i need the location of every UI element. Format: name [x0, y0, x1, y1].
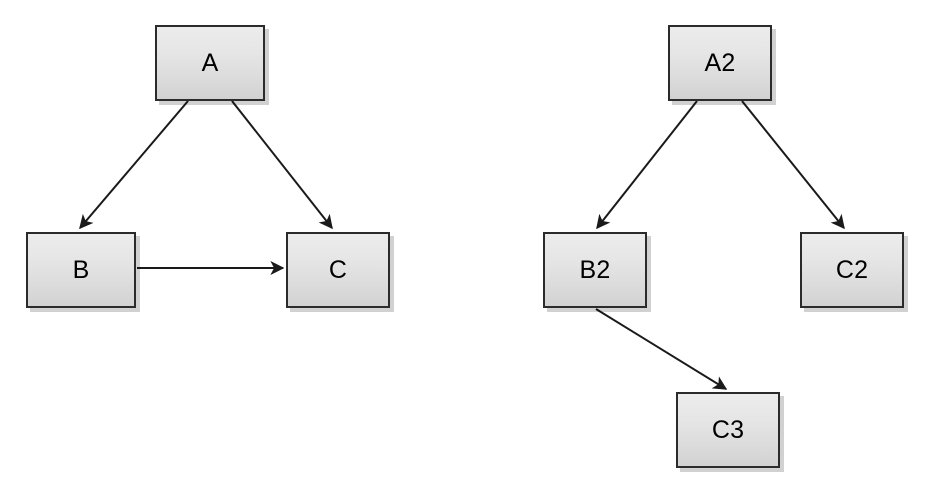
edge-b2-to-c3 — [595, 308, 728, 390]
node-c[interactable]: C — [286, 232, 390, 308]
edge-a-to-c — [231, 100, 333, 230]
node-b[interactable]: B — [26, 232, 136, 308]
node-label-c: C — [328, 255, 348, 284]
edge-a2-to-b2 — [596, 100, 698, 230]
node-c3[interactable]: C3 — [676, 392, 780, 468]
node-label-a: A — [201, 48, 219, 77]
node-c2[interactable]: C2 — [800, 232, 904, 308]
edge-a-to-b — [79, 100, 189, 230]
node-b2[interactable]: B2 — [543, 232, 647, 308]
node-a[interactable]: A — [155, 25, 265, 101]
node-label-b: B — [72, 255, 90, 284]
node-label-a2: A2 — [704, 48, 736, 77]
node-label-b2: B2 — [579, 255, 611, 284]
edges-group — [79, 100, 845, 390]
edge-a2-to-c2 — [741, 100, 845, 230]
node-a2[interactable]: A2 — [668, 25, 772, 101]
node-label-c2: C2 — [835, 255, 869, 284]
node-label-c3: C3 — [711, 415, 745, 444]
